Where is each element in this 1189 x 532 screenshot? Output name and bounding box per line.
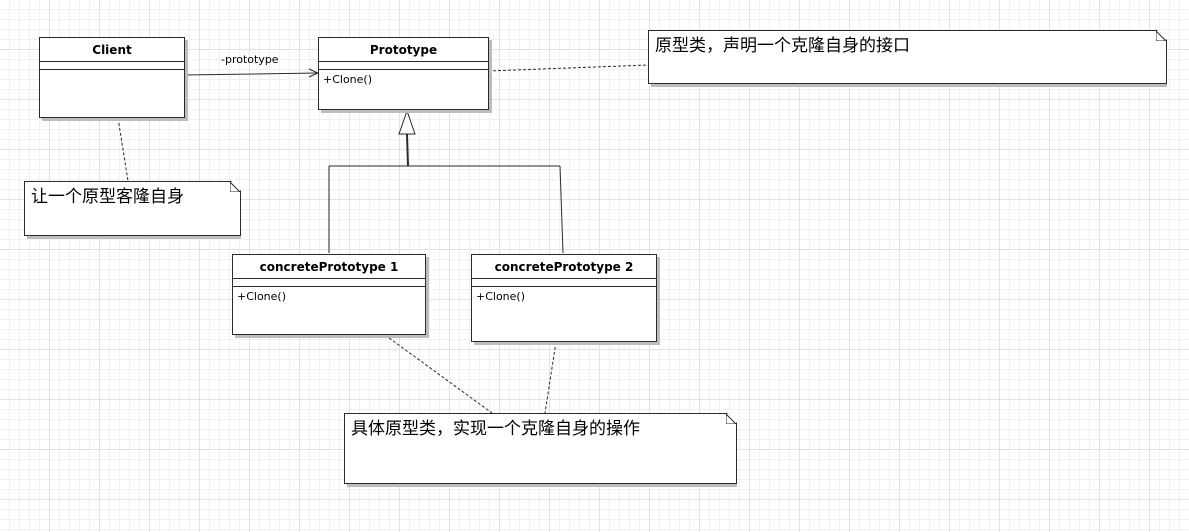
concrete1-note-anchor [384, 334, 493, 414]
class-prototype-name: Prototype [319, 38, 488, 62]
generalization-branch-2 [559, 165, 564, 254]
class-concrete-prototype-2-operations: +Clone() [472, 287, 656, 307]
class-client-operations [40, 70, 184, 76]
note-client-text: 让一个原型客隆自身 [31, 187, 184, 207]
class-client-name: Client [40, 38, 184, 62]
note-client[interactable]: 让一个原型客隆自身 [24, 181, 241, 236]
class-concrete-prototype-1-operations: +Clone() [233, 287, 425, 307]
generalization-triangle [398, 109, 416, 135]
operation-clone: +Clone() [237, 290, 287, 303]
class-client[interactable]: Client [39, 37, 185, 118]
class-client-attributes [40, 62, 184, 70]
note-concrete-prototype-text: 具体原型类，实现一个克隆自身的操作 [351, 419, 640, 439]
note-fold-icon [726, 414, 736, 424]
class-concrete-prototype-1-name: concretePrototype 1 [233, 255, 425, 279]
note-prototype-text: 原型类，声明一个克隆自身的接口 [655, 36, 910, 56]
class-concrete-prototype-1-attributes [233, 279, 425, 287]
note-concrete-prototype[interactable]: 具体原型类，实现一个克隆自身的操作 [344, 413, 737, 484]
class-concrete-prototype-2-name: concretePrototype 2 [472, 255, 656, 279]
class-prototype[interactable]: Prototype +Clone() [318, 37, 489, 110]
class-concrete-prototype-2[interactable]: concretePrototype 2 +Clone() [471, 254, 657, 342]
association-label: -prototype [221, 53, 279, 66]
note-fold-icon [1156, 31, 1166, 41]
client-note-anchor [117, 117, 129, 182]
operation-clone: +Clone() [323, 73, 373, 86]
class-concrete-prototype-2-attributes [472, 279, 656, 287]
class-prototype-attributes [319, 62, 488, 70]
class-concrete-prototype-1[interactable]: concretePrototype 1 +Clone() [232, 254, 426, 335]
generalization-stem [406, 133, 409, 167]
note-fold-icon [230, 182, 240, 192]
class-prototype-operations: +Clone() [319, 70, 488, 90]
operation-clone: +Clone() [476, 290, 526, 303]
prototype-note-anchor [487, 64, 649, 72]
note-prototype[interactable]: 原型类，声明一个克隆自身的接口 [648, 30, 1167, 84]
association-arrowhead [308, 68, 320, 78]
concrete2-note-anchor [544, 341, 557, 414]
association-line [183, 72, 319, 76]
